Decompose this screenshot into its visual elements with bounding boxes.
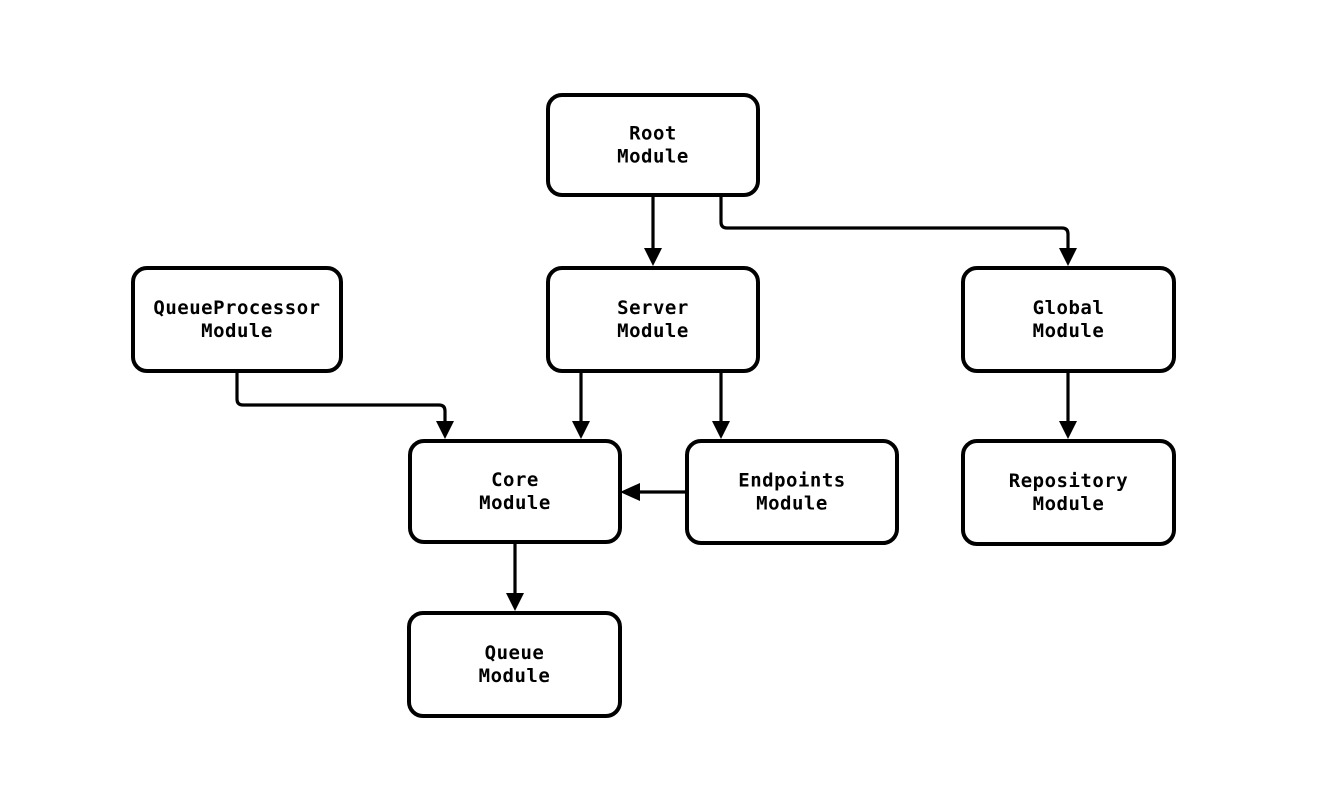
- global-module-box[interactable]: [961, 266, 1176, 373]
- nodes-layer: RootModuleQueueProcessorModuleServerModu…: [131, 93, 1176, 718]
- global-module-label-line2: Module: [1033, 320, 1105, 342]
- server-module-label-line2: Module: [617, 320, 689, 342]
- endpoints-module-label-line2: Module: [756, 493, 828, 515]
- server-module-label-line1: Server: [617, 297, 689, 319]
- edge-queueprocessor-to-core-arrowhead: [436, 421, 454, 439]
- edges-layer: [235, 195, 1077, 611]
- edge-global-to-repository-arrowhead: [1059, 421, 1077, 439]
- server-module-box[interactable]: [546, 266, 760, 373]
- core-module-label-line1: Core: [491, 469, 539, 491]
- edge-server-to-endpoints: [712, 371, 730, 439]
- queue-module-label-line2: Module: [479, 665, 551, 687]
- global-module-label-line1: Global: [1033, 297, 1105, 319]
- repository-module-label-line1: Repository: [1009, 470, 1128, 492]
- queue-module-label-line1: Queue: [485, 642, 545, 664]
- edge-queueprocessor-to-core-line: [235, 371, 447, 424]
- root-module-box[interactable]: [546, 93, 760, 197]
- root-module-label-line2: Module: [617, 146, 689, 168]
- core-module-box[interactable]: [408, 439, 622, 544]
- repository-module-box[interactable]: [961, 439, 1176, 546]
- endpoints-module-label-line1: Endpoints: [738, 470, 845, 492]
- edge-core-to-queue-arrowhead: [506, 593, 524, 611]
- repository-module-label-line2: Module: [1033, 493, 1105, 515]
- edge-root-to-server-arrowhead: [644, 248, 662, 266]
- edge-server-to-core: [572, 371, 590, 439]
- edge-root-to-global-arrowhead: [1059, 248, 1077, 266]
- edge-server-to-endpoints-arrowhead: [712, 421, 730, 439]
- queue-module-box[interactable]: [407, 611, 622, 718]
- edge-global-to-repository: [1059, 371, 1077, 439]
- queueprocessor-module-box[interactable]: [131, 266, 343, 373]
- core-module-label-line2: Module: [479, 492, 551, 514]
- queueprocessor-module-label-line2: Module: [201, 320, 273, 342]
- edge-queueprocessor-to-core: [235, 371, 454, 439]
- edge-root-to-server: [644, 195, 662, 266]
- edge-endpoints-to-core: [620, 483, 687, 501]
- edge-root-to-global-line: [719, 195, 1070, 251]
- edge-core-to-queue: [506, 542, 524, 611]
- root-module-label-line1: Root: [629, 123, 677, 145]
- edge-server-to-core-arrowhead: [572, 421, 590, 439]
- edge-endpoints-to-core-arrowhead: [620, 483, 640, 501]
- queueprocessor-module-label-line1: QueueProcessor: [153, 297, 320, 319]
- edge-root-to-global: [719, 195, 1077, 266]
- endpoints-module-box[interactable]: [685, 439, 899, 545]
